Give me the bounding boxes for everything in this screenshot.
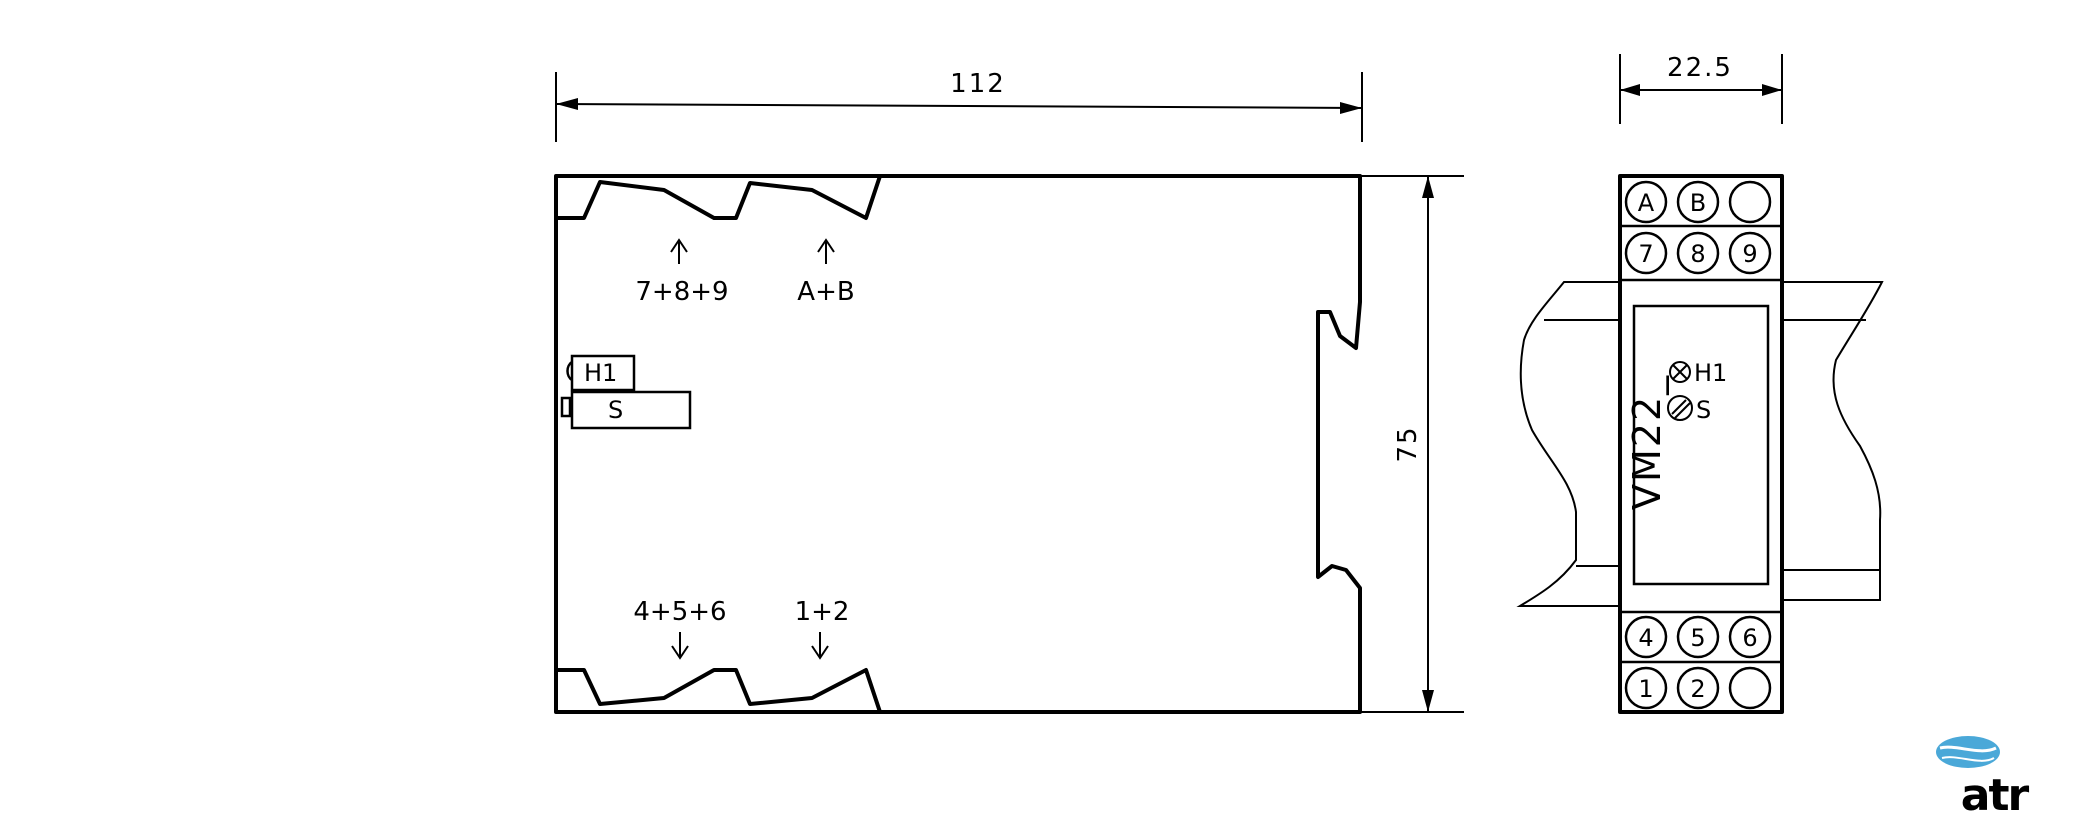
terminal-8: 8 <box>1690 240 1705 268</box>
led-h1-box <box>570 354 636 392</box>
housing-outline <box>554 174 1362 714</box>
terminal-7: 7 <box>1638 240 1653 268</box>
height-dimension-value: 75 <box>1393 425 1423 462</box>
main-view: 112 H1 S 7+8+9 A+B <box>554 69 1464 714</box>
terminal-5: 5 <box>1690 624 1705 652</box>
height-dimension: 75 <box>1352 175 1464 713</box>
switch-s-label: S <box>608 396 623 424</box>
side-width-dimension-value: 22.5 <box>1667 53 1733 83</box>
din-rail <box>1516 281 1884 607</box>
terminal-a: A <box>1638 189 1655 217</box>
switch-symbol-icon <box>1667 395 1693 421</box>
terminal-b: B <box>1690 189 1706 217</box>
atr-logo: atr <box>1936 736 2032 821</box>
front-switch-label: S <box>1696 396 1711 424</box>
label-4-5-6: 4+5+6 <box>633 597 726 627</box>
model-label: VM22_ <box>1625 374 1669 510</box>
atr-logo-mark-icon <box>1936 736 2000 768</box>
side-housing <box>1618 174 1784 714</box>
terminals-bottom: 4 5 6 1 2 <box>1624 615 1772 710</box>
atr-logo-text: atr <box>1961 770 2030 821</box>
terminal-4: 4 <box>1638 624 1653 652</box>
terminals-top: A B 7 8 9 <box>1624 180 1772 275</box>
led-symbol-icon <box>1669 361 1691 383</box>
bottom-terminal-labels: 4+5+6 1+2 <box>633 597 850 660</box>
led-h1-label: H1 <box>584 359 617 387</box>
indicator-block: H1 S <box>560 354 692 430</box>
side-width-dimension: 22.5 <box>1619 53 1783 124</box>
width-dimension: 112 <box>555 69 1363 142</box>
label-7-8-9: 7+8+9 <box>635 277 728 307</box>
width-dimension-value: 112 <box>950 69 1006 99</box>
terminal-9: 9 <box>1742 240 1757 268</box>
front-led-label: H1 <box>1694 359 1727 387</box>
front-panel-contents: H1 S VM22_ <box>1625 359 1727 510</box>
label-a-b: A+B <box>797 277 854 307</box>
label-1-2: 1+2 <box>795 597 850 627</box>
switch-s-box <box>570 390 692 430</box>
top-terminal-labels: 7+8+9 A+B <box>635 238 855 307</box>
terminal-6: 6 <box>1742 624 1757 652</box>
terminal-2: 2 <box>1690 675 1705 703</box>
front-panel <box>1632 304 1770 586</box>
terminal-1: 1 <box>1638 675 1653 703</box>
side-view: 22.5 A B 7 8 9 <box>1516 53 1884 714</box>
